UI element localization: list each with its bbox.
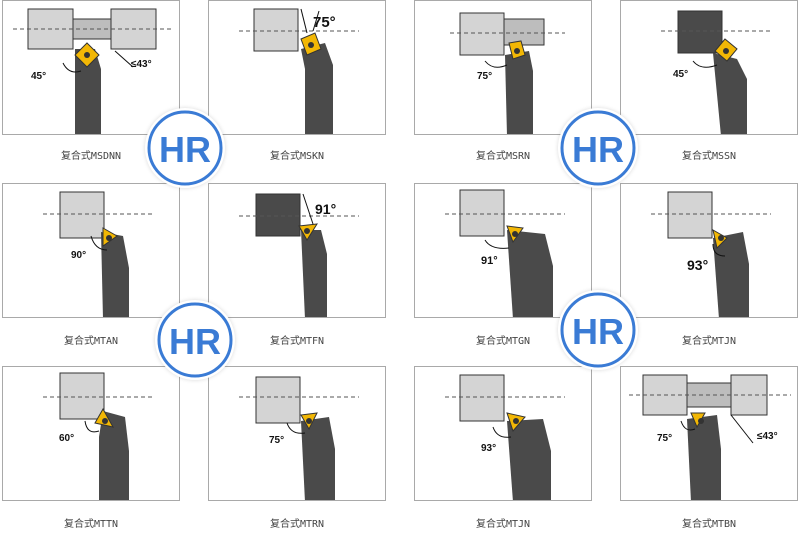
mtgn-diagram: 91°: [445, 189, 565, 317]
tool-card-mtbn[interactable]: 75° ≤43°: [620, 366, 798, 501]
tool-caption: 复合式MSDNN: [60, 151, 122, 162]
mtrn-diagram: 75°: [239, 376, 359, 500]
tool-card-mssn[interactable]: 45°: [620, 0, 798, 135]
tool-caption: 复合式MTBN: [681, 519, 737, 530]
angle-label: 90°: [71, 250, 86, 261]
tool-card-mttn[interactable]: 60°: [2, 366, 180, 501]
hr-logo: HR: [155, 300, 235, 380]
svg-text:HR: HR: [169, 321, 221, 362]
tool-card-mtjn-2[interactable]: 93°: [414, 366, 592, 501]
mttn-diagram: 60°: [43, 372, 153, 500]
hr-logo-mark: HR: [560, 110, 636, 186]
angle-label: 75°: [477, 71, 492, 82]
hr-logo-mark: HR: [157, 302, 233, 378]
angle-label: 91°: [315, 201, 336, 217]
mtjn-diagram: 93°: [651, 191, 771, 317]
angle-label: 91°: [481, 255, 498, 267]
mssn-diagram: 45°: [661, 10, 771, 134]
tool-card-msdnn[interactable]: 45° ≤43°: [2, 0, 180, 135]
angle-label: 75°: [313, 14, 336, 31]
tool-caption: 复合式MTAN: [63, 336, 119, 347]
angle-label: 45°: [31, 71, 46, 82]
mtjn-2-diagram: 93°: [445, 374, 565, 500]
msdnn-diagram: 45° ≤43°: [13, 8, 171, 134]
angle-label: 93°: [687, 257, 708, 273]
mtan-diagram: 90°: [43, 191, 153, 317]
svg-text:HR: HR: [159, 129, 211, 170]
hr-logo-mark: HR: [147, 110, 223, 186]
angle-label: 75°: [657, 433, 672, 444]
angle-label: 45°: [673, 69, 688, 80]
angle-label: 60°: [59, 433, 74, 444]
tool-card-mtfn[interactable]: 91°: [208, 183, 386, 318]
tool-card-mtjn[interactable]: 93°: [620, 183, 798, 318]
mskn-diagram: 75°: [239, 8, 359, 134]
tool-caption: 复合式MTRN: [269, 519, 325, 530]
insert-icon: [94, 407, 114, 428]
mtfn-diagram: 91°: [239, 193, 359, 317]
mtbn-diagram: 75° ≤43°: [629, 374, 791, 500]
angle-label-2: ≤43°: [131, 59, 152, 70]
tool-caption: 复合式MTJN: [475, 519, 531, 530]
angle-label: 75°: [269, 435, 284, 446]
tool-caption: 复合式MSSN: [681, 151, 737, 162]
hr-logo-mark: HR: [560, 292, 636, 368]
hr-logo: HR: [558, 290, 638, 370]
tool-card-msrn[interactable]: 75°: [414, 0, 592, 135]
tool-caption: 复合式MTTN: [63, 519, 119, 530]
angle-label-2: ≤43°: [757, 431, 778, 442]
tool-caption: 复合式MTJN: [681, 336, 737, 347]
msrn-diagram: 75°: [450, 12, 565, 134]
svg-text:HR: HR: [572, 311, 624, 352]
tool-caption: 复合式MSKN: [269, 151, 325, 162]
tool-card-mtan[interactable]: 90°: [2, 183, 180, 318]
tool-card-mtgn[interactable]: 91°: [414, 183, 592, 318]
hr-logo: HR: [558, 108, 638, 188]
angle-label: 93°: [481, 443, 496, 454]
svg-text:HR: HR: [572, 129, 624, 170]
tool-card-mtrn[interactable]: 75°: [208, 366, 386, 501]
tool-caption: 复合式MTFN: [269, 336, 325, 347]
hr-logo: HR: [145, 108, 225, 188]
tool-card-mskn[interactable]: 75°: [208, 0, 386, 135]
tool-caption: 复合式MSRN: [475, 151, 531, 162]
tool-caption: 复合式MTGN: [475, 336, 531, 347]
